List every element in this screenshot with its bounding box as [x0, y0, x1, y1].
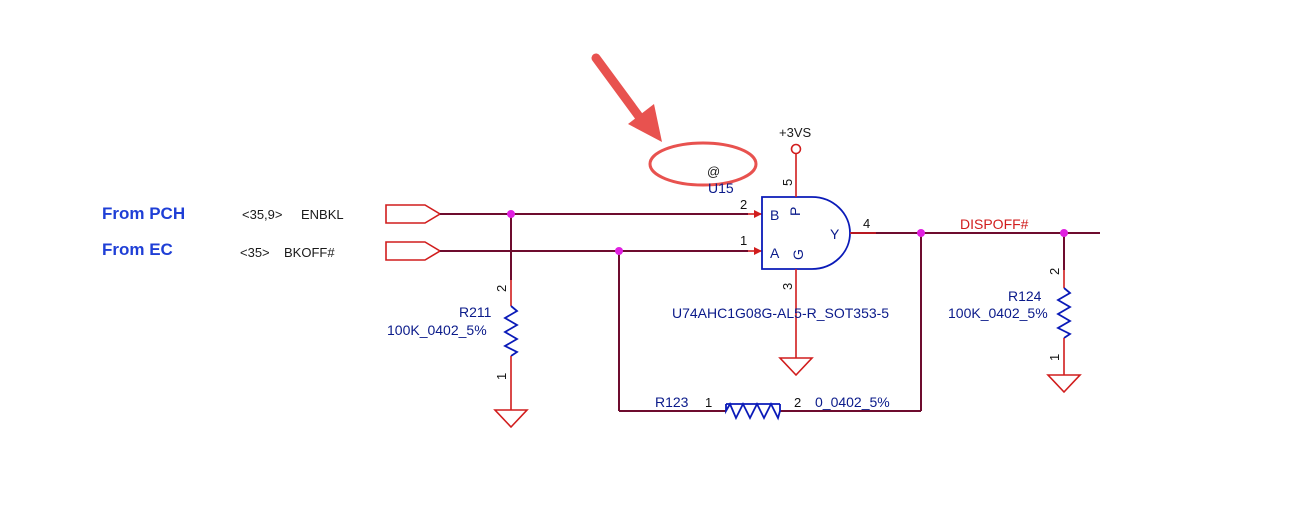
u15-pin-num-p: 5 — [780, 179, 795, 186]
r124-value: 100K_0402_5% — [948, 305, 1048, 321]
enbkl-offpage-connector — [385, 204, 442, 224]
u15-pin-num-g: 3 — [780, 283, 795, 290]
bkoff-ref: <35> — [240, 245, 270, 260]
u15-and-gate — [748, 143, 876, 377]
u15-pin-a-label: A — [770, 245, 780, 261]
u15-pin-b-label: B — [770, 207, 779, 223]
u15-pin-g-label: G — [790, 249, 806, 260]
r211-value: 100K_0402_5% — [387, 322, 487, 338]
r211-pin-top: 2 — [494, 285, 509, 292]
r211-designator: R211 — [459, 304, 492, 320]
u15-pin-p-label: P — [787, 207, 803, 216]
u15-pin-y-label: Y — [830, 226, 840, 242]
u15-pin-num-a: 1 — [740, 233, 747, 248]
from-pch-label: From PCH — [102, 204, 185, 223]
enbkl-net-label: ENBKL — [301, 207, 344, 222]
r124-pin-bottom: 1 — [1047, 354, 1062, 361]
r123-value: 0_0402_5% — [815, 394, 890, 410]
junction-dot — [917, 229, 925, 237]
r123-pin-left: 1 — [705, 395, 712, 410]
u15-pin-num-y: 4 — [863, 216, 870, 231]
r211-resistor — [493, 280, 529, 429]
u15-part-number: U74AHC1G08G-AL5-R_SOT353-5 — [672, 305, 889, 321]
enbkl-ref: <35,9> — [242, 207, 283, 222]
from-ec-label: From EC — [102, 240, 173, 259]
r123-resistor — [725, 401, 781, 421]
r123-pin-right: 2 — [794, 395, 801, 410]
r123-designator: R123 — [655, 394, 689, 410]
r124-designator: R124 — [1008, 288, 1042, 304]
highlight-circle — [648, 141, 758, 187]
power-net-label: +3VS — [779, 125, 811, 140]
u15-pin-num-b: 2 — [740, 197, 747, 212]
dispoff-net-label: DISPOFF# — [960, 216, 1029, 232]
junction-dot — [507, 210, 515, 218]
r124-pin-top: 2 — [1047, 268, 1062, 275]
wires — [440, 213, 1100, 412]
u15-designator: U15 — [708, 180, 734, 196]
junction-dot — [615, 247, 623, 255]
bkoff-offpage-connector — [385, 241, 442, 261]
u15-variant-mark: @ — [707, 164, 720, 179]
bkoff-net-label: BKOFF# — [284, 245, 335, 260]
highlight-arrow — [591, 53, 662, 142]
junction-dot — [1060, 229, 1068, 237]
r211-pin-bottom: 1 — [494, 373, 509, 380]
r124-resistor — [1046, 270, 1082, 394]
